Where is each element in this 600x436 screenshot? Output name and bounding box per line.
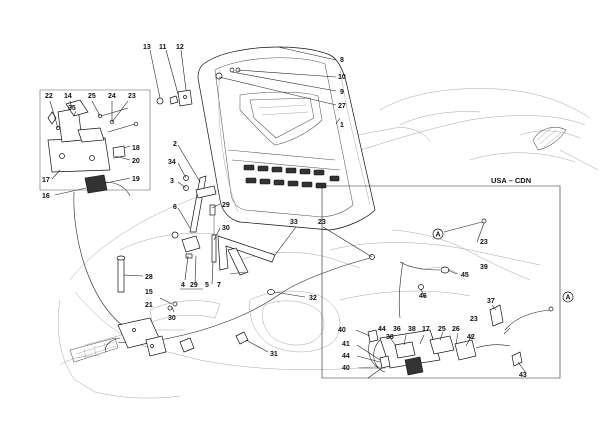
callout-10: 10: [338, 74, 346, 81]
bonnet-hood: [197, 46, 376, 231]
callout-44: 44: [378, 326, 386, 333]
callout-6: 6: [173, 204, 177, 211]
grommet: [267, 289, 275, 295]
callout-17-usa: 17: [422, 326, 430, 333]
bolts-lower: [167, 301, 178, 311]
callout-41: 41: [342, 341, 350, 348]
leader-lines: [49, 46, 527, 379]
callout-26-usa: 26: [452, 326, 460, 333]
callout-36: 36: [393, 326, 401, 333]
callout-9: 9: [340, 89, 344, 96]
callout-37: 37: [487, 298, 495, 305]
striker: [116, 255, 126, 293]
callout-33: 33: [290, 219, 298, 226]
callout-39: 39: [480, 264, 488, 271]
callout-labels: 13 11 12 8 10 9 27 1 2 34 3 6 29 30 33 2…: [42, 44, 571, 379]
hinge-arm-assembly: [171, 175, 217, 263]
callout-20: 20: [132, 158, 140, 165]
callout-42: 42: [467, 334, 475, 341]
callout-8: 8: [340, 57, 344, 64]
callout-18: 18: [132, 145, 140, 152]
callout-40-b: 40: [342, 365, 350, 372]
callout-43: 43: [519, 372, 527, 379]
hood-vent-slots: [243, 164, 340, 189]
callout-4: 4: [181, 282, 185, 289]
callout-46: 46: [419, 293, 427, 300]
callout-24: 24: [108, 93, 116, 100]
callout-45: 45: [461, 272, 469, 279]
callout-31: 31: [270, 351, 278, 358]
usa-cdn-inset: [321, 185, 574, 379]
callout-22: 22: [45, 93, 53, 100]
callout-13: 13: [143, 44, 151, 51]
latch-detail-inset: [39, 89, 151, 326]
callout-30-upper: 30: [222, 225, 230, 232]
hood-hinge: [156, 89, 193, 107]
callout-23: 23: [318, 219, 326, 226]
callout-2: 2: [173, 141, 177, 148]
callout-3: 3: [170, 178, 174, 185]
ref-a-left: A: [436, 232, 441, 239]
callout-35: 35: [68, 105, 76, 112]
callout-40: 40: [338, 327, 346, 334]
lower-release-mechanism: [105, 317, 195, 357]
callout-25: 25: [88, 93, 96, 100]
callout-44-b: 44: [342, 353, 350, 360]
callout-7: 7: [217, 282, 221, 289]
callout-28: 28: [145, 274, 153, 281]
callout-23-inset: 23: [128, 93, 136, 100]
callout-5: 5: [205, 282, 209, 289]
callout-27: 27: [338, 103, 346, 110]
callout-29: 29: [222, 202, 230, 209]
callout-34: 34: [168, 159, 176, 166]
callout-29-lower: 29: [190, 282, 198, 289]
callout-14: 14: [64, 93, 72, 100]
prop-rod: [217, 235, 276, 276]
callout-17: 17: [42, 177, 50, 184]
side-vent: [532, 127, 567, 151]
callout-1: 1: [340, 122, 344, 129]
callout-21: 21: [145, 302, 153, 309]
cable-clip: [235, 331, 249, 345]
callout-23-usa-b: 23: [470, 316, 478, 323]
callout-19: 19: [132, 176, 140, 183]
callout-25-usa: 25: [438, 326, 446, 333]
callout-11: 11: [159, 44, 167, 51]
callout-23-usa: 23: [480, 239, 488, 246]
inset-title: USA – CDN: [491, 176, 531, 185]
callout-15: 15: [145, 289, 153, 296]
ref-a-right: A: [566, 295, 571, 302]
callout-38: 38: [408, 326, 416, 333]
callout-12: 12: [176, 44, 184, 51]
callout-30: 30: [168, 315, 176, 322]
callout-16: 16: [42, 193, 50, 200]
callout-32: 32: [309, 295, 317, 302]
callout-38-usa: 38: [386, 334, 394, 341]
